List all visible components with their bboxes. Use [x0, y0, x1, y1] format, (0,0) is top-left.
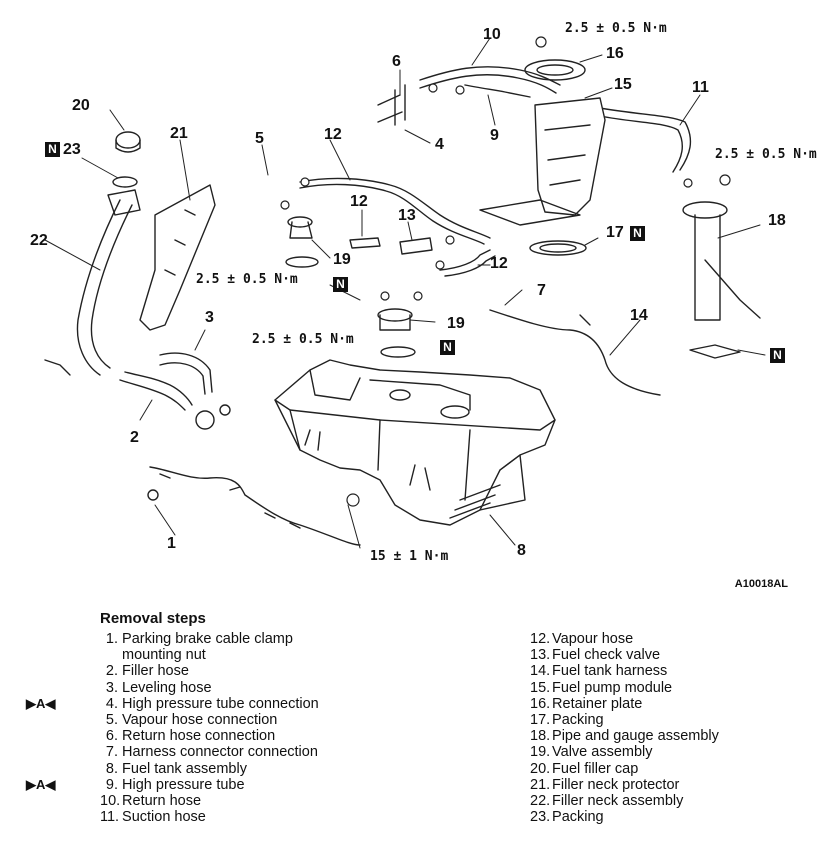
- callout-21: 21: [170, 125, 188, 142]
- callout-12b: 12: [350, 193, 368, 210]
- removal-step: 15. Fuel pump module: [530, 679, 673, 696]
- callout-3: 3: [205, 309, 214, 326]
- torque-spec-tank: 15 ± 1 N·m: [370, 549, 449, 564]
- callout-11: 11: [692, 79, 709, 96]
- torque-spec-valve-upper: 2.5 ± 0.5 N·m: [196, 272, 298, 287]
- removal-step: 1. Parking brake cable clamp: [105, 631, 293, 647]
- removal-step: 12. Vapour hose: [530, 631, 634, 647]
- removal-step: 6. Return hose connection: [105, 728, 276, 745]
- callout-14: 14: [630, 307, 648, 324]
- removal-step: 14. Fuel tank harness: [530, 663, 668, 680]
- removal-step: 10. Return hose: [100, 792, 202, 809]
- callout-4: 4: [435, 136, 444, 153]
- callout-19b: 19: [447, 315, 465, 332]
- callout-1: 1: [167, 535, 176, 552]
- callout-12c: 12: [490, 255, 508, 272]
- removal-steps-right-column: 12. Vapour hose 13. Fuel check valve 14.…: [530, 631, 719, 825]
- callout-5: 5: [255, 130, 264, 147]
- callout-19a: 19: [333, 251, 351, 268]
- callout-10: 10: [483, 26, 501, 43]
- new-part-mark: N: [45, 142, 60, 157]
- callout-6: 6: [392, 53, 401, 70]
- removal-step: ▶A◀4. High pressure tube connection: [26, 695, 319, 712]
- removal-step: 20. Fuel filler cap: [530, 760, 639, 777]
- callout-8: 8: [517, 542, 526, 559]
- new-part-mark: N: [333, 277, 348, 292]
- removal-step: 19. Valve assembly: [530, 744, 653, 761]
- removal-step: 7. Harness connector connection: [105, 744, 318, 761]
- service-point-marker: ▶A◀: [26, 695, 56, 711]
- removal-steps-left-column: 1. Parking brake cable clamp mounting nu…: [26, 631, 319, 826]
- diagram-artwork: [44, 36, 766, 549]
- new-part-mark: N: [770, 348, 785, 363]
- removal-step: 13. Fuel check valve: [530, 647, 661, 664]
- figure-reference: A10018AL: [734, 578, 788, 590]
- removal-steps-title: Removal steps: [100, 610, 206, 627]
- callout-9: 9: [490, 127, 499, 144]
- callout-17: 17: [606, 224, 624, 241]
- fuel-tank-shape: [274, 359, 556, 526]
- new-part-mark: N: [440, 340, 455, 355]
- callout-2: 2: [130, 429, 139, 446]
- removal-step: 2. Filler hose: [105, 663, 189, 680]
- removal-step: 18. Pipe and gauge assembly: [530, 728, 719, 745]
- removal-step-continuation: mounting nut: [122, 647, 206, 664]
- callout-15: 15: [614, 76, 632, 93]
- service-point-marker: ▶A◀: [26, 776, 56, 792]
- callout-23: 23: [63, 141, 81, 158]
- callout-12a: 12: [324, 126, 342, 143]
- callout-18: 18: [768, 212, 786, 229]
- removal-step: 3. Leveling hose: [105, 679, 212, 696]
- removal-step: 21. Filler neck protector: [530, 776, 680, 793]
- new-part-mark: N: [630, 226, 645, 241]
- callout-16: 16: [606, 45, 624, 62]
- callout-7: 7: [537, 282, 546, 299]
- removal-step: ▶A◀9. High pressure tube: [26, 776, 245, 793]
- callout-20: 20: [72, 97, 90, 114]
- torque-spec-retainer: 2.5 ± 0.5 N·m: [565, 21, 667, 36]
- callout-13: 13: [398, 207, 416, 224]
- removal-step: 8. Fuel tank assembly: [105, 760, 247, 777]
- removal-step: 22. Filler neck assembly: [530, 792, 684, 809]
- removal-step: 5. Vapour hose connection: [105, 711, 278, 728]
- removal-step: 16. Retainer plate: [530, 695, 643, 712]
- removal-step: 23. Packing: [530, 809, 604, 826]
- removal-step: 17. Packing: [530, 711, 604, 728]
- torque-spec-valve-lower: 2.5 ± 0.5 N·m: [252, 332, 354, 347]
- torque-spec-gauge: 2.5 ± 0.5 N·m: [715, 147, 817, 162]
- callout-22: 22: [30, 232, 48, 249]
- exploded-parts-diagram: [44, 36, 766, 549]
- removal-step: 11. Suction hose: [100, 809, 206, 826]
